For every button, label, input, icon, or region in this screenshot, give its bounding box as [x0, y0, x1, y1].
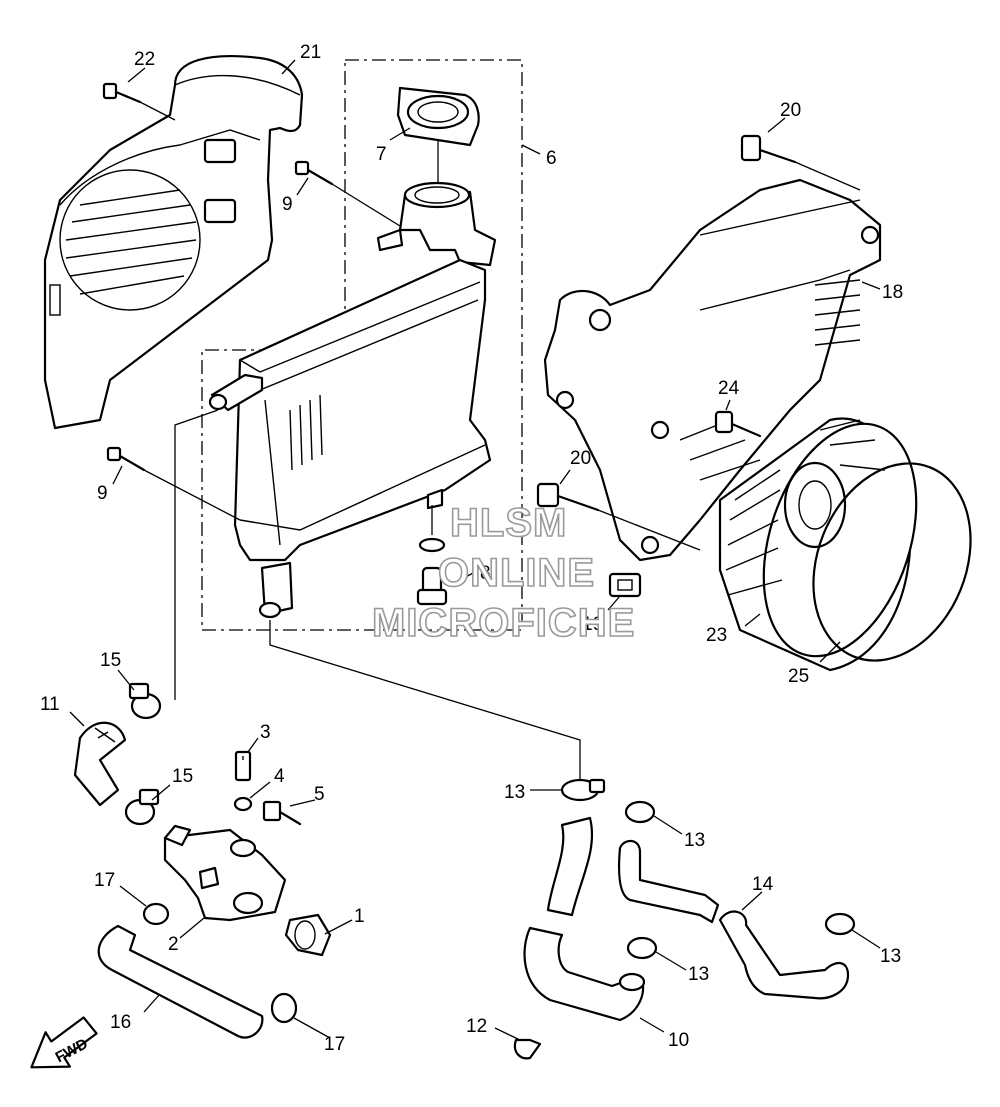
callout-14: 14: [752, 874, 774, 895]
callout-8: 8: [480, 563, 491, 584]
callout-21: 21: [300, 42, 321, 63]
thermostat: [284, 913, 332, 957]
hose-mid: [617, 839, 720, 924]
clamp-12: [513, 1038, 542, 1060]
watermark: HLSM ONLINE MICROFICHE: [371, 500, 635, 646]
callout-13-b: 13: [684, 830, 705, 851]
washer-4: [233, 796, 253, 812]
clamp-13-b: [624, 800, 656, 824]
callout-15-lower: 15: [172, 766, 193, 787]
screw-22: [102, 82, 176, 121]
bolt-20-lower: [536, 482, 701, 551]
callout-3: 3: [260, 722, 271, 743]
callout-16: 16: [110, 1012, 131, 1033]
callout-13-a: 13: [504, 782, 525, 803]
callout-7: 7: [376, 144, 387, 165]
shroud-cover: [43, 55, 304, 430]
callout-22: 22: [134, 49, 155, 70]
clamp-13-d: [824, 912, 856, 936]
hose-14: [718, 910, 850, 1000]
grommet: [608, 572, 642, 598]
callout-13-d: 13: [880, 946, 901, 967]
clamp-17-lower: [270, 992, 298, 1024]
hose-11: [73, 721, 127, 807]
screw-9-upper: [294, 160, 401, 227]
hose-10: [523, 816, 646, 1022]
callout-20-lower: 20: [570, 448, 591, 469]
callout-5: 5: [314, 784, 325, 805]
screw-9-lower: [106, 446, 241, 521]
callout-2: 2: [168, 934, 179, 955]
clamp-13-a: [560, 778, 606, 802]
callout-11: 11: [40, 694, 60, 715]
clamp-17-upper: [142, 902, 170, 926]
thermostat-housing: [163, 824, 287, 922]
callout-19: 19: [582, 614, 603, 635]
callout-17-lower: 17: [324, 1034, 345, 1055]
clamp-15-lower: [124, 788, 160, 826]
fwd-arrow-icon: FWD: [30, 1016, 98, 1069]
radiator: [208, 181, 497, 619]
callout-6: 6: [546, 148, 557, 169]
callout-20-upper: 20: [780, 100, 801, 121]
callout-18: 18: [882, 282, 903, 303]
radiator-cap: [396, 86, 480, 185]
callout-12: 12: [466, 1016, 487, 1037]
callout-10: 10: [668, 1030, 689, 1051]
callout-4: 4: [274, 766, 285, 787]
callout-24: 24: [718, 378, 740, 399]
bolt-24: [714, 410, 762, 438]
bolt-20-upper: [740, 134, 861, 191]
watermark-line3: MICROFICHE: [372, 601, 635, 645]
callout-leaders: [69, 59, 881, 1041]
callout-9-lower: 9: [97, 483, 108, 504]
clamp-15-upper: [128, 682, 162, 720]
hose-16: [97, 924, 264, 1039]
watermark-line1: HLSM: [450, 501, 567, 545]
drain-bolt: [416, 505, 448, 606]
watermark-line2: ONLINE: [438, 551, 595, 595]
callout-17-upper: 17: [94, 870, 115, 891]
callout-9-upper: 9: [282, 194, 293, 215]
callout-15-upper: 15: [100, 650, 121, 671]
callout-25: 25: [788, 666, 809, 687]
clamp-13-c: [626, 936, 658, 960]
bolt-3: [234, 750, 252, 782]
callout-23: 23: [706, 625, 727, 646]
bolt-5: [262, 800, 302, 826]
callout-13-c: 13: [688, 964, 709, 985]
fan-casing: [543, 178, 882, 562]
o-ring: [812, 462, 972, 662]
callout-1: 1: [354, 906, 365, 927]
